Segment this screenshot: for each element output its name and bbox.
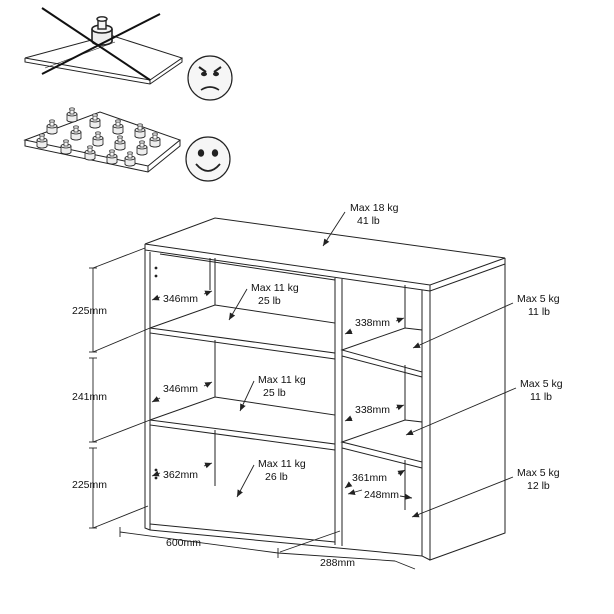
smiley-face-icon (185, 136, 231, 182)
left-shelf-1-kg: Max 11 kg (251, 282, 299, 294)
left-shelf-2-callout: Max 11 kg 25 lb 346mm (151, 374, 306, 412)
right-depth-label: 248mm (364, 489, 399, 501)
right-shelf-2-callout: Max 5 kg 11 lb 338mm (344, 378, 563, 436)
left-shelf-3-lb: 26 lb (265, 471, 288, 483)
top-load-lb: 41 lb (357, 215, 380, 227)
right-shelf-3-kg: Max 5 kg (517, 467, 560, 479)
base-dimensions (119, 527, 416, 570)
right-shelf-3-callout: Max 5 kg 12 lb 361mm 248mm (344, 467, 560, 518)
left-shelf-1-width: 346mm (163, 293, 198, 305)
right-shelf-2-width: 338mm (355, 404, 390, 416)
left-shelf-2-kg: Max 11 kg (258, 374, 306, 386)
angry-face-icon (187, 55, 233, 101)
left-shelf-3-kg: Max 11 kg (258, 458, 306, 470)
left-shelf-1-callout: Max 11 kg 25 lb 346mm (151, 282, 299, 321)
left-shelf-2-lb: 25 lb (263, 387, 286, 399)
right-shelf-2-kg: Max 5 kg (520, 378, 563, 390)
top-load-kg: Max 18 kg (350, 202, 399, 214)
right-shelf-3-lb: 12 lb (527, 480, 550, 492)
right-shelf-2-lb: 11 lb (530, 391, 552, 403)
height-dimensions (89, 247, 151, 529)
left-shelf-1-lb: 25 lb (258, 295, 281, 307)
top-load-callout: Max 18 kg 41 lb (322, 202, 399, 247)
left-shelf-3-width: 362mm (163, 469, 198, 481)
cabinet (144, 217, 506, 561)
wrong-load-illustration (24, 7, 184, 85)
overall-width-label: 600mm (166, 537, 201, 549)
left-shelf-3-callout: Max 11 kg 26 lb 362mm (151, 458, 306, 498)
right-shelf-3-width: 361mm (352, 472, 387, 484)
right-shelf-1-callout: Max 5 kg 11 lb 338mm (344, 293, 560, 349)
height-label-top: 225mm (72, 305, 107, 317)
right-load-illustration (23, 107, 182, 173)
right-shelf-1-kg: Max 5 kg (517, 293, 560, 305)
right-shelf-1-width: 338mm (355, 317, 390, 329)
left-shelf-2-width: 346mm (163, 383, 198, 395)
height-label-middle: 241mm (72, 391, 107, 403)
right-shelf-1-lb: 11 lb (528, 306, 550, 318)
overall-depth-label: 288mm (320, 557, 355, 569)
height-label-bottom: 225mm (72, 479, 107, 491)
